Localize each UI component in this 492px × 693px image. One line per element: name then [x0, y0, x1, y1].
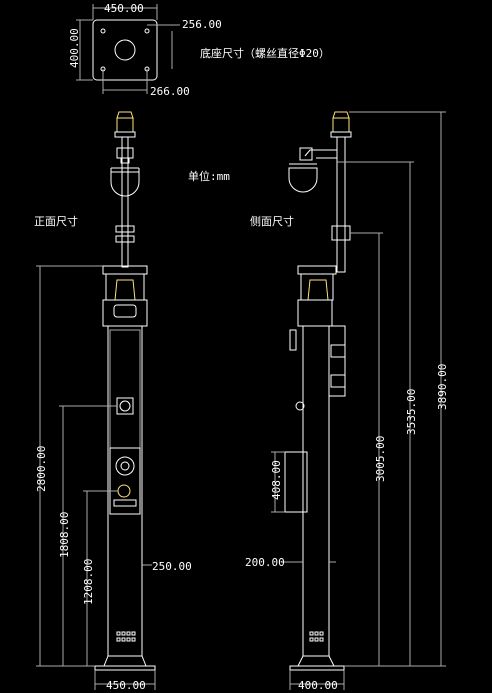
side-top-cap [297, 265, 337, 275]
base-height-label: 400.00 [68, 28, 81, 68]
side-base-plate [289, 665, 345, 671]
base-center-hole [114, 39, 136, 61]
speaker-icon [115, 456, 135, 476]
front-view [94, 111, 156, 671]
front-housing-box [102, 299, 148, 327]
side-upper-pole [336, 136, 346, 273]
emergency-button [116, 397, 134, 415]
side-total-height: 3890.00 [436, 364, 449, 410]
side-camera-height: 3535.00 [405, 389, 418, 435]
front-dome-camera [110, 171, 140, 197]
base-plate [92, 19, 158, 81]
side-base-width: 400.00 [298, 679, 338, 692]
bolt-hole [100, 28, 106, 34]
front-dimensions: 2800.00 1808.00 1208.00 250.00 450.00 [35, 265, 192, 692]
bolt-hole [144, 28, 150, 34]
front-speaker-panel [109, 447, 141, 515]
side-view-title: 侧面尺寸 [250, 214, 294, 228]
hole-x-label: 256.00 [182, 18, 222, 31]
front-pole-width: 250.00 [152, 560, 192, 573]
unit-label: 单位:mm [188, 169, 230, 183]
side-warning-light [307, 279, 329, 301]
side-dimensions: 3890.00 3535.00 3005.00 408.00 200.00 40… [245, 111, 449, 692]
base-width-label: 450.00 [104, 2, 144, 15]
side-equipment-box [284, 451, 308, 513]
side-view [284, 111, 352, 671]
side-arm-length: 200.00 [245, 556, 285, 569]
front-warning-light [114, 279, 136, 301]
side-box-height: 408.00 [270, 460, 283, 500]
front-view-title: 正面尺寸 [34, 214, 78, 228]
base-plate-view: 450.00 400.00 256.00 266.00 [68, 2, 222, 98]
front-beacon-light [116, 111, 134, 119]
call-icon [117, 484, 131, 498]
side-bracket-height: 3005.00 [374, 436, 387, 482]
front-total-height: 2800.00 [35, 446, 48, 492]
hole-y-label: 266.00 [150, 85, 190, 98]
front-base-width: 450.00 [106, 679, 146, 692]
side-beacon-light [332, 111, 350, 119]
front-button-height: 1808.00 [58, 512, 71, 558]
base-title: 底座尺寸（螺丝直径Φ20） [200, 46, 330, 60]
front-speaker-height: 1208.00 [82, 559, 95, 605]
front-base-plate [94, 665, 156, 671]
side-button [295, 401, 305, 411]
side-housing-box [297, 299, 333, 327]
front-upper-pole [121, 136, 129, 268]
side-dome-camera [288, 167, 318, 193]
